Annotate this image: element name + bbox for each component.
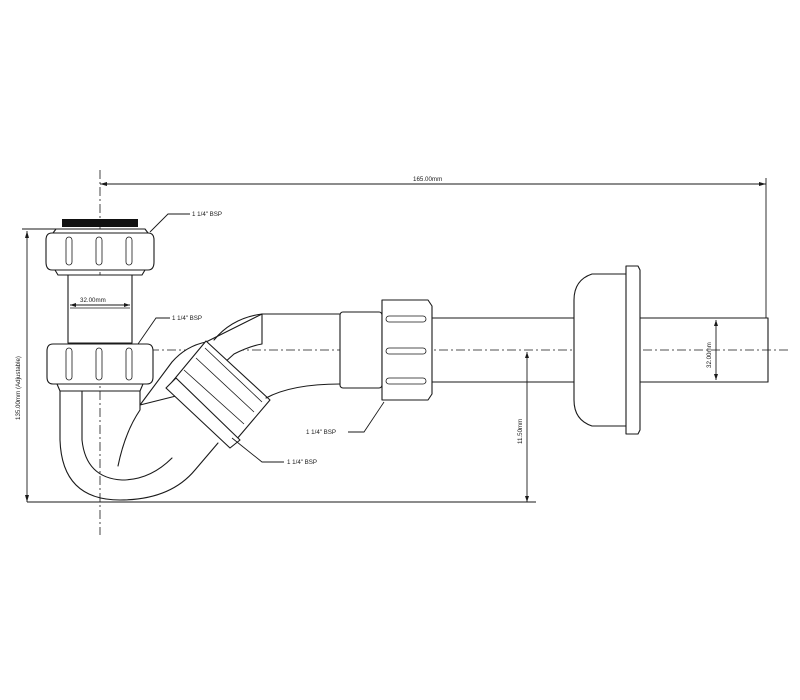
inlet-nut-lip — [54, 269, 146, 276]
outlet-thread-label: 1 1/4" BSP — [306, 429, 336, 436]
union-thread-leader — [137, 317, 170, 345]
wall-flange-plate — [625, 265, 641, 435]
wall-flange-boss — [573, 273, 631, 427]
u-bend-outer — [59, 390, 219, 501]
outlet-union-collar — [339, 311, 383, 389]
outlet-height-dimension — [525, 352, 529, 502]
outlet-diameter-dimension — [714, 320, 718, 380]
outlet-height-label: 11.50mm — [517, 419, 524, 444]
access-thread-leader — [231, 437, 284, 463]
overall-length-dimension — [100, 178, 767, 318]
overall-height-dimension — [22, 228, 58, 502]
outlet-bend-top — [213, 313, 341, 341]
inlet-nut — [45, 232, 155, 271]
access-thread-label: 1 1/4" BSP — [287, 459, 317, 466]
outlet-union-nut — [381, 299, 433, 401]
inlet-thread-leader — [149, 213, 190, 233]
overall-length-label: 165.00mm — [413, 176, 442, 183]
waste-cap — [62, 219, 138, 227]
outlet-thread-leader — [348, 401, 385, 433]
inlet-nut-ribs — [65, 236, 133, 266]
union-thread-label: 1 1/4" BSP — [172, 315, 202, 322]
access-fitting — [139, 313, 271, 449]
inlet-cap-collar — [52, 228, 149, 234]
u-bend-inner — [117, 390, 141, 467]
middle-union-nut — [46, 343, 154, 385]
middle-union-ribs — [65, 347, 133, 381]
outlet-diameter-label: 32.00mm — [706, 342, 713, 368]
outlet-bend-bottom — [265, 383, 341, 399]
access-cap — [165, 377, 241, 449]
tail-pipe — [67, 274, 133, 344]
inlet-diameter-label: 32.00mm — [80, 297, 106, 304]
inlet-diameter-dimension — [70, 303, 130, 307]
overall-height-label: 135.00mm (Adjustable) — [15, 356, 22, 420]
u-bend-inner-curve — [81, 390, 173, 481]
inlet-thread-label: 1 1/4" BSP — [192, 211, 222, 218]
outlet-union-ribs — [385, 315, 427, 385]
